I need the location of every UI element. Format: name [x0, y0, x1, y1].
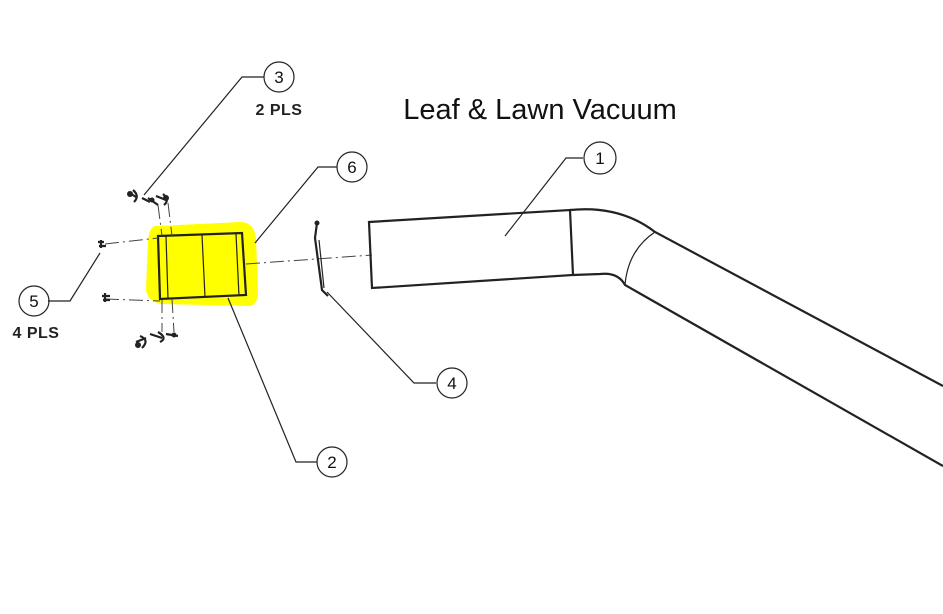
leader-lines: [48, 76, 583, 463]
callout-6-number: 6: [347, 158, 356, 177]
part-3-fasteners: [127, 189, 179, 349]
center-line-2: [245, 254, 373, 265]
callout-3: 3 2 PLS: [256, 61, 303, 119]
part-5-screws: [98, 240, 110, 302]
callout-5-note: 4 PLS: [13, 325, 60, 342]
callout-2-number: 2: [327, 453, 336, 472]
callout-2: 2: [316, 446, 348, 478]
callout-1-number: 1: [595, 149, 604, 168]
part-2-coupler: [156, 231, 248, 301]
center-line-3: [104, 298, 161, 302]
callout-5: 5 4 PLS: [13, 285, 60, 342]
center-line: [104, 237, 159, 245]
part-2-highlight: [146, 222, 258, 306]
callout-5-number: 5: [29, 292, 38, 311]
callout-3-note: 2 PLS: [256, 102, 303, 119]
diagram-title: Leaf & Lawn Vacuum: [403, 94, 677, 126]
callout-6: 6: [336, 151, 368, 183]
part-1-hose: [367, 208, 943, 467]
callout-4: 4: [436, 367, 468, 399]
callout-3-number: 3: [274, 68, 283, 87]
callout-1: 1: [583, 141, 617, 175]
part-4-gasket: [313, 220, 329, 297]
callout-4-number: 4: [447, 374, 456, 393]
